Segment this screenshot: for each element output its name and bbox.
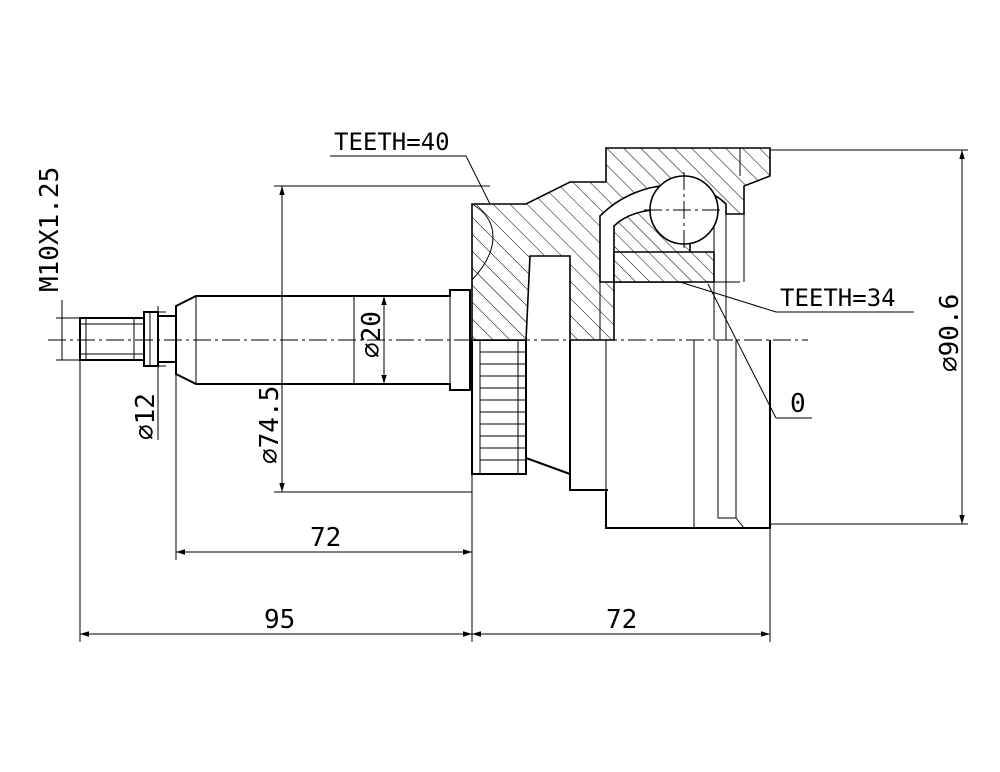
- spline-stem: [471, 339, 608, 491]
- o-mark-callout: 0: [707, 283, 812, 419]
- outer-housing-lower: [569, 340, 771, 529]
- dia-shaft-label: ⌀20: [357, 311, 387, 358]
- threaded-tip: [79, 311, 177, 367]
- outer-housing-section: [471, 147, 771, 341]
- thread-dimension: M10X1.25: [35, 167, 80, 361]
- teeth-inner-callout: TEETH=34: [679, 281, 914, 313]
- len-total-left-label: 95: [264, 605, 295, 635]
- teeth-outer-label: TEETH=40: [334, 128, 450, 156]
- dia-housing-dimension: ⌀90.6: [770, 149, 968, 525]
- dia-flange-dimension: ⌀74.5: [255, 185, 490, 493]
- teeth-outer-callout: TEETH=40: [330, 128, 491, 205]
- dia-shaft-dimension: ⌀20: [354, 295, 392, 385]
- thread-label: M10X1.25: [35, 167, 65, 292]
- dia-flange-label: ⌀74.5: [255, 386, 285, 464]
- len-housing-label: 72: [606, 605, 637, 635]
- o-mark-label: 0: [790, 389, 806, 419]
- len-shaft-label: 72: [310, 523, 341, 553]
- dia-tip-dimension: ⌀12: [131, 306, 166, 440]
- len-housing-dimension: 72: [472, 605, 770, 637]
- len-shaft-dimension: 72: [176, 523, 472, 555]
- teeth-inner-label: TEETH=34: [780, 284, 896, 312]
- dia-tip-label: ⌀12: [131, 393, 161, 440]
- dia-housing-label: ⌀90.6: [935, 294, 965, 372]
- ball: [644, 172, 724, 248]
- len-total-left-dimension: 95: [80, 605, 472, 637]
